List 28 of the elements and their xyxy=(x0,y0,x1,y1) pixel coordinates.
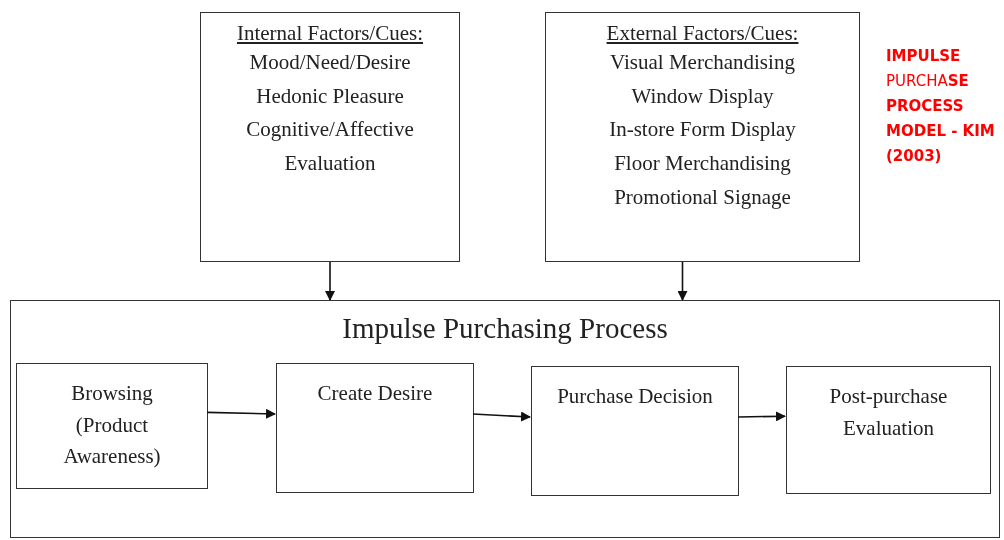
arrow xyxy=(737,411,786,422)
step-label: Create Desire xyxy=(316,380,434,407)
arrow xyxy=(325,261,335,301)
factor-item: In-store Form Display xyxy=(608,116,797,144)
step-label: Browsing (Product Awareness) xyxy=(62,380,162,470)
factor-item: Hedonic Pleasure xyxy=(255,82,405,110)
step-label: Post-purchase Evaluation xyxy=(828,383,949,442)
process-step-box xyxy=(531,366,739,496)
process-step-box xyxy=(786,366,991,494)
step-label: Purchase Decision xyxy=(556,383,714,410)
factor-item: Promotional Signage xyxy=(613,183,792,211)
process-step-box xyxy=(16,363,208,489)
factor-item: Cognitive/Affective Evaluation xyxy=(245,116,415,177)
model-title-note: IMPULSE PURCHASE PROCESS MODEL - KIM (2003) xyxy=(886,46,996,167)
process-container xyxy=(10,300,1000,538)
factor-item: Floor Merchandising xyxy=(613,149,792,177)
factors-heading: Internal Factors/Cues: xyxy=(235,21,424,47)
factors-box xyxy=(200,12,460,262)
arrow xyxy=(677,261,688,301)
factors-box xyxy=(545,12,860,262)
process-title: Impulse Purchasing Process xyxy=(341,311,669,346)
factor-item: Window Display xyxy=(630,82,775,110)
arrow xyxy=(206,408,276,419)
factor-item: Mood/Need/Desire xyxy=(248,49,412,77)
process-step-box xyxy=(276,363,474,493)
factors-heading: External Factors/Cues: xyxy=(605,21,800,47)
arrow xyxy=(472,411,531,422)
factor-item: Visual Merchandising xyxy=(609,49,796,77)
